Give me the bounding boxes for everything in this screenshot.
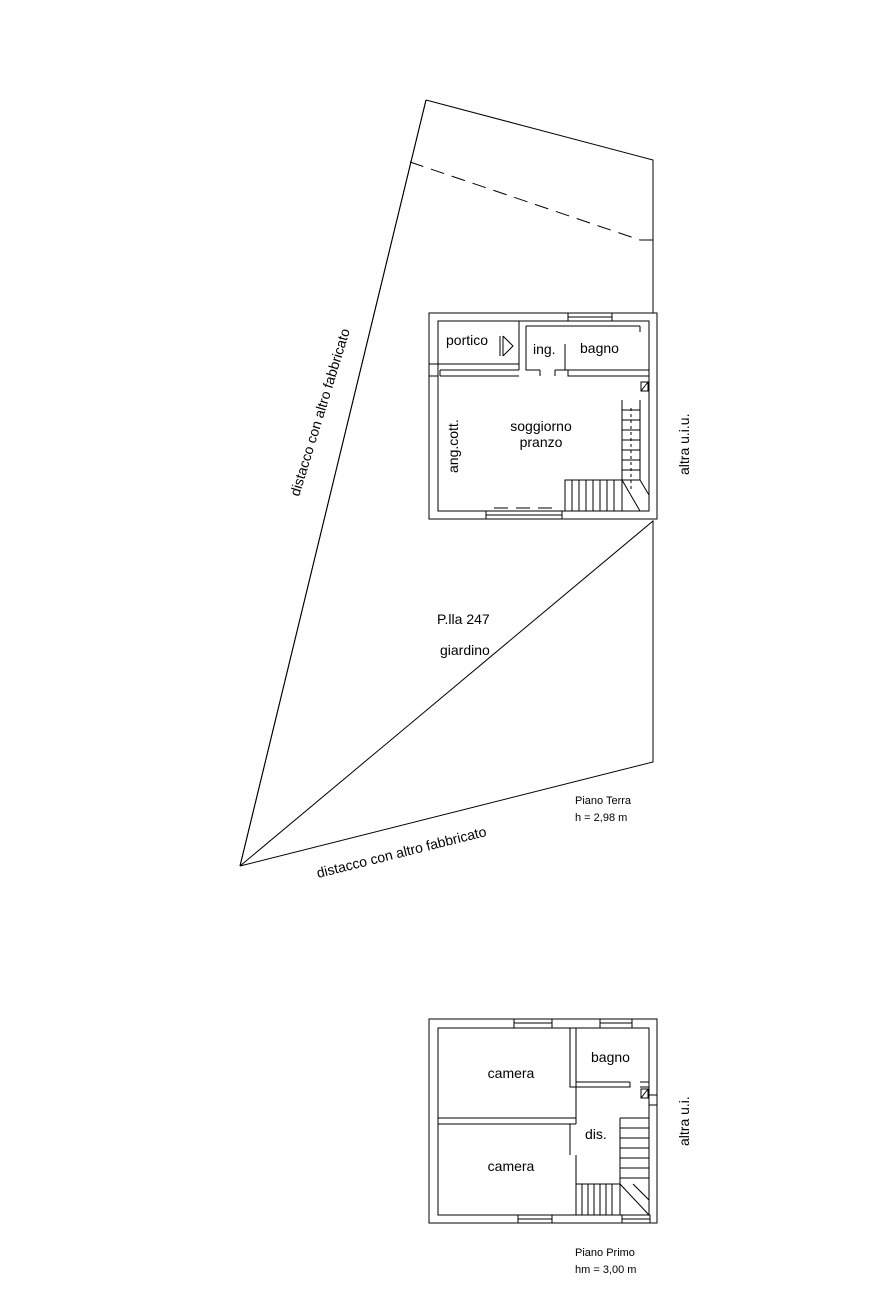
lot-boundary-left (239, 99, 427, 867)
room-label-first-bathroom: bagno (591, 1049, 630, 1065)
boundary-label-bottom: distacco con altro fabbricato (315, 823, 488, 881)
first-bathroom-fixture (640, 1088, 649, 1099)
parcel-label: P.lla 247 (437, 611, 490, 627)
portico-wall (438, 321, 520, 370)
ground-floor-name: Piano Terra (575, 795, 632, 807)
room-label-bedroom-top: camera (488, 1065, 535, 1081)
bathroom-wall (567, 370, 649, 377)
room-label-entrance: ing. (533, 341, 556, 357)
ground-floor-plan: portico ing. bagno ang.cott. soggiorno p… (239, 99, 692, 881)
garden-label: giardino (440, 642, 490, 658)
room-label-bathroom: bagno (580, 340, 619, 356)
room-label-bedroom-bottom: camera (488, 1158, 535, 1174)
bedroom-top-wall (438, 1028, 577, 1155)
first-floor-windows (513, 1018, 658, 1224)
ground-stairs (564, 381, 650, 512)
first-floor-outer-wall (428, 1018, 658, 1224)
room-label-living-line2: pranzo (520, 434, 563, 450)
bottom-window (485, 510, 563, 520)
ground-floor-height: h = 2,98 m (575, 812, 627, 824)
boundary-label-left: distacco con altro fabbricato (287, 326, 353, 498)
first-floor-plan: camera camera bagno dis. altra u.i. Pian… (428, 1018, 692, 1276)
building-outer-wall (428, 312, 658, 520)
room-label-hallway: dis. (585, 1126, 607, 1142)
first-bathroom-fixture-diag (640, 1088, 649, 1099)
first-floor-name: Piano Primo (575, 1247, 635, 1259)
room-label-kitchen-corner: ang.cott. (445, 419, 461, 473)
room-label-portico: portico (446, 332, 488, 348)
neighbor-label-ground: altra u.i.u. (676, 414, 692, 475)
left-window (428, 363, 439, 377)
first-floor-height: hm = 3,00 m (575, 1264, 636, 1276)
first-stairs (575, 1117, 650, 1216)
top-windows (567, 312, 613, 322)
portico-door-icon (499, 335, 514, 357)
entrance-wall (525, 325, 649, 371)
entrance-door-marks (439, 369, 565, 377)
room-label-living-line1: soggiorno (510, 418, 572, 434)
lot-dashed-line (409, 161, 653, 241)
neighbor-label-first: altra u.i. (676, 1096, 692, 1146)
first-bathroom-wall (575, 1028, 649, 1088)
